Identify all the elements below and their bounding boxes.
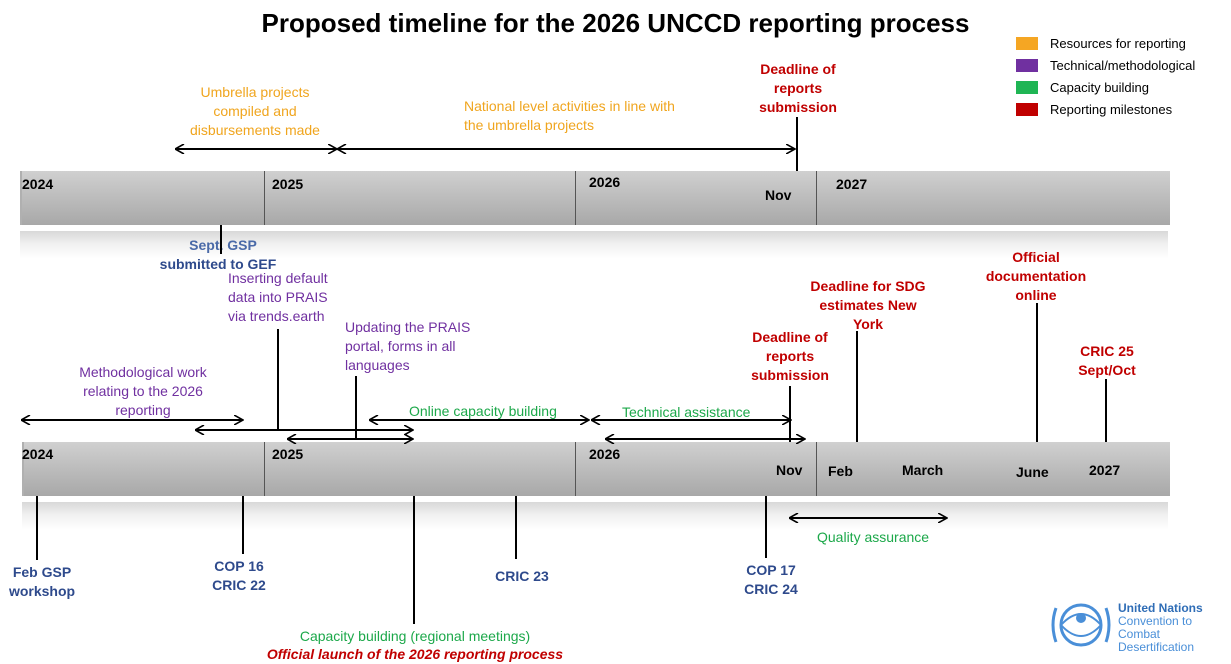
legend: Resources for reporting Technical/method… xyxy=(1016,32,1195,120)
bottom-deadline-label: Deadline of reports submission xyxy=(751,329,829,383)
sdg-deadline-label: Deadline for SDG estimates New York xyxy=(810,278,926,332)
cric25-label: CRIC 25 Sept/Oct xyxy=(1078,343,1136,378)
bottom-year-2024: 2024 xyxy=(22,446,54,462)
online-capacity-label: Online capacity building xyxy=(409,403,557,419)
top-year-divider xyxy=(264,171,265,225)
technical-assistance-label: Technical assistance xyxy=(622,404,751,420)
top-timeline-reflection xyxy=(20,231,1168,259)
bottom-month-june: June xyxy=(1016,464,1049,480)
feb-gsp-label: Feb GSP workshop xyxy=(8,564,76,599)
bottom-timeline-reflection xyxy=(22,502,1168,530)
legend-swatch xyxy=(1016,102,1038,116)
quality-assurance-label: Quality assurance xyxy=(817,529,930,545)
legend-item-capacity: Capacity building xyxy=(1016,76,1195,98)
bottom-year-2025: 2025 xyxy=(272,446,304,462)
legend-item-resources: Resources for reporting xyxy=(1016,32,1195,54)
legend-label: Technical/methodological xyxy=(1050,57,1196,73)
bottom-year-2027: 2027 xyxy=(1089,462,1121,478)
national-activities-label: National level activities in line with t… xyxy=(464,98,675,133)
umbrella-projects-label: Umbrella projects compiled and disbursem… xyxy=(190,84,320,138)
official-documentation-label: Official documentation online xyxy=(985,249,1087,303)
bottom-month-nov: Nov xyxy=(776,462,803,478)
top-timeline-bar xyxy=(20,171,1170,225)
legend-label: Resources for reporting xyxy=(1050,35,1186,51)
top-deadline-label: Deadline of reports submission xyxy=(759,61,837,115)
cop16-label: COP 16 CRIC 22 xyxy=(212,558,266,593)
un-emblem-icon xyxy=(1051,603,1111,647)
cop17-label: COP 17 CRIC 24 xyxy=(744,562,798,597)
top-year-2027: 2027 xyxy=(836,176,868,192)
bottom-timeline-bar xyxy=(22,442,1170,496)
legend-swatch xyxy=(1016,58,1038,72)
top-year-2024: 2024 xyxy=(22,176,54,192)
bottom-month-march: March xyxy=(902,462,944,478)
logo-text: United Nations Convention to Combat Dese… xyxy=(1118,602,1231,654)
top-year-2026: 2026 xyxy=(589,174,621,190)
bottom-year-2026: 2026 xyxy=(589,446,621,462)
top-month-nov: Nov xyxy=(765,187,792,203)
top-year-2025: 2025 xyxy=(272,176,304,192)
top-year-divider xyxy=(575,171,576,225)
logo-line2: Convention to Combat xyxy=(1118,614,1193,641)
bottom-year-divider xyxy=(575,442,576,496)
bottom-month-feb: Feb xyxy=(828,463,853,479)
bottom-year-divider xyxy=(264,442,265,496)
methodological-work-label: Methodological work relating to the 2026… xyxy=(79,364,207,418)
logo-line1: United Nations xyxy=(1118,601,1203,615)
legend-swatch xyxy=(1016,36,1038,50)
legend-swatch xyxy=(1016,80,1038,94)
bottom-year-divider xyxy=(816,442,817,496)
legend-label: Reporting milestones xyxy=(1050,101,1173,117)
gsp-submitted-label-line1: Sept. GSP xyxy=(189,237,257,253)
official-launch-label: Official launch of the 2026 reporting pr… xyxy=(266,646,564,662)
cric23-label: CRIC 23 xyxy=(495,568,549,584)
gsp-submitted-label-line2: submitted to GEF xyxy=(159,256,277,272)
page-title: Proposed timeline for the 2026 UNCCD rep… xyxy=(261,8,970,38)
legend-item-milestones: Reporting milestones xyxy=(1016,98,1195,120)
updating-prais-label: Updating the PRAIS portal, forms in all … xyxy=(345,319,471,373)
inserting-data-label: Inserting default data into PRAIS via tr… xyxy=(228,270,328,324)
legend-item-technical: Technical/methodological xyxy=(1016,54,1195,76)
capacity-regional-label: Capacity building (regional meetings) xyxy=(299,628,531,644)
unccd-logo xyxy=(1046,598,1116,652)
logo-line3: Desertification xyxy=(1118,640,1195,654)
top-year-divider xyxy=(816,171,817,225)
legend-label: Capacity building xyxy=(1050,79,1150,95)
